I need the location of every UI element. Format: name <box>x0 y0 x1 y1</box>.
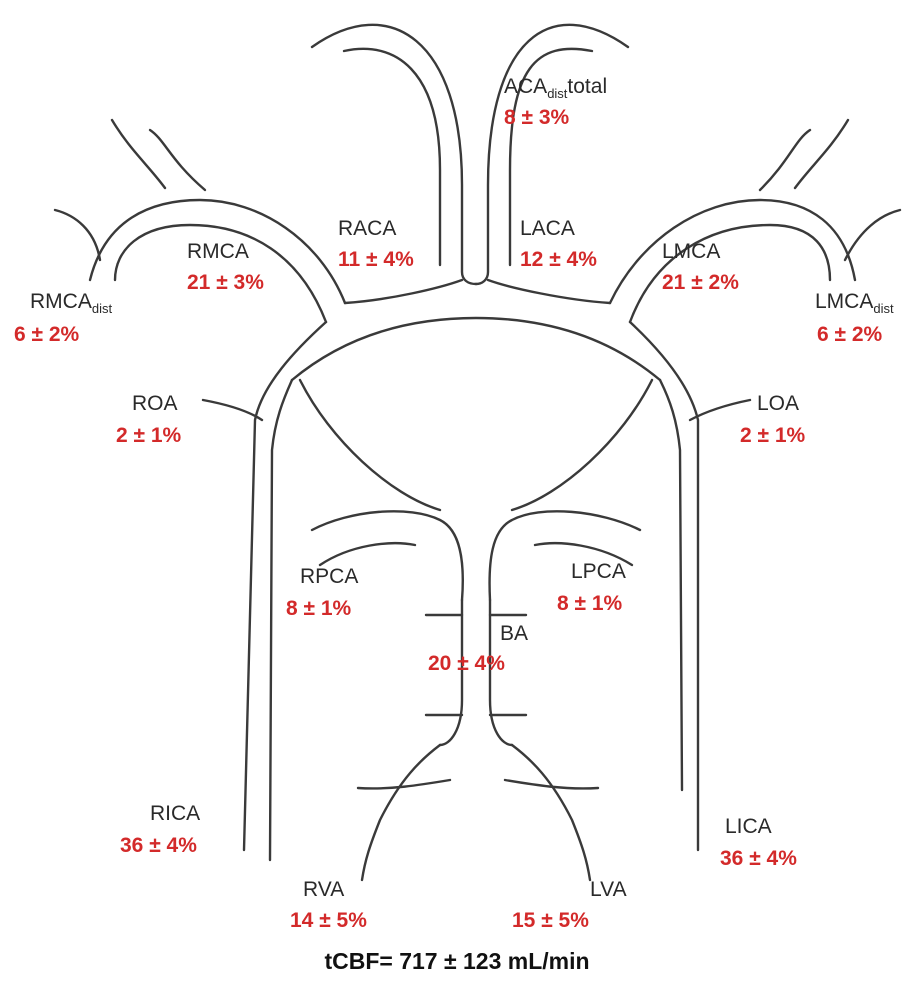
circle-right <box>300 380 440 510</box>
lmca-branch <box>795 120 848 188</box>
laca-base <box>488 280 610 303</box>
aca-dist-name: ACA <box>504 75 547 98</box>
rpca-label: RPCA <box>300 565 358 589</box>
roa-branch <box>203 400 262 420</box>
laca-value: 12 ± 4% <box>520 248 597 272</box>
rmca-dist-label: RMCAdist <box>30 290 112 316</box>
rmca-branch-3 <box>55 210 100 260</box>
lica-inner <box>660 380 682 790</box>
lica-label: LICA <box>725 815 772 839</box>
rica-value: 36 ± 4% <box>120 834 197 858</box>
aca-dist-total-label: ACAdisttotal <box>504 75 607 101</box>
rpca-lower <box>320 543 415 565</box>
raca-value: 11 ± 4% <box>338 248 414 272</box>
rpca-value: 8 ± 1% <box>286 597 351 621</box>
aca-dist-total-value: 8 ± 3% <box>504 106 569 130</box>
lmca-branch-2 <box>760 130 810 190</box>
lmca-label: LMCA <box>662 240 720 264</box>
rva-value: 14 ± 5% <box>290 909 367 933</box>
roa-label: ROA <box>132 392 178 416</box>
circle-left <box>512 380 652 510</box>
roa-value: 2 ± 1% <box>116 424 181 448</box>
lmca-branch-3 <box>845 210 900 260</box>
rmca-value: 21 ± 3% <box>187 271 264 295</box>
lpca-upper <box>490 511 640 600</box>
aca-dist-sub: dist <box>547 86 567 101</box>
lmca-dist-sub: dist <box>873 301 893 316</box>
rva-outer <box>362 745 440 880</box>
laca-label: LACA <box>520 217 575 241</box>
lmca-dist-label: LMCAdist <box>815 290 894 316</box>
loa-branch <box>690 400 750 420</box>
lica-value: 36 ± 4% <box>720 847 797 871</box>
raca-label: RACA <box>338 217 396 241</box>
lva-value: 15 ± 5% <box>512 909 589 933</box>
aca-right-loop <box>312 25 476 284</box>
loa-label: LOA <box>757 392 799 416</box>
lva-outer <box>512 745 590 880</box>
total-cbf: tCBF= 717 ± 123 mL/min <box>0 948 914 975</box>
rmca-branch <box>112 120 165 188</box>
rmca-label: RMCA <box>187 240 249 264</box>
aca-dist-suffix: total <box>567 75 607 98</box>
lmca-dist-name: LMCA <box>815 290 873 313</box>
lva-label: LVA <box>590 878 627 902</box>
aca-left-loop <box>476 25 628 284</box>
rmca-dist-sub: dist <box>92 301 112 316</box>
ba-value: 20 ± 4% <box>428 652 505 676</box>
loa-value: 2 ± 1% <box>740 424 805 448</box>
lmca-value: 21 ± 2% <box>662 271 739 295</box>
rica-label: RICA <box>150 802 200 826</box>
circle-top <box>292 318 660 380</box>
rmca-dist-value: 6 ± 2% <box>14 323 79 347</box>
ba-label: BA <box>500 622 528 646</box>
lpca-value: 8 ± 1% <box>557 592 622 616</box>
raca-base <box>345 280 462 303</box>
lmca-dist-value: 6 ± 2% <box>817 323 882 347</box>
rmca-dist-name: RMCA <box>30 290 92 313</box>
lpca-label: LPCA <box>571 560 626 584</box>
rva-label: RVA <box>303 878 344 902</box>
